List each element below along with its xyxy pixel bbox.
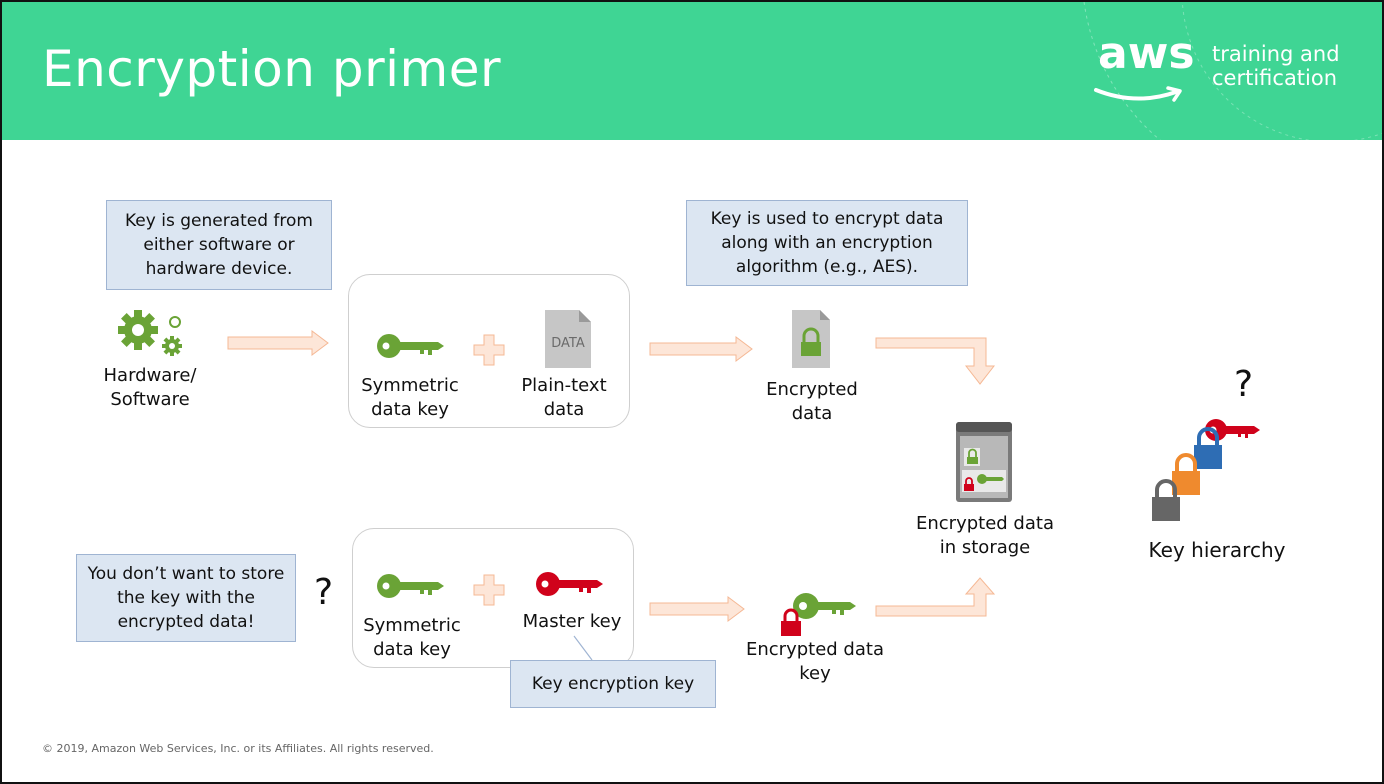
callout-key-encryption-key: Key encryption key (510, 660, 716, 708)
arrow-bend-up (875, 577, 996, 617)
label-encrypted-data-key: Encrypted data key (746, 639, 884, 684)
encrypted-document-icon (792, 310, 830, 368)
callout-key-used: Key is used to encrypt data along with a… (686, 200, 968, 286)
question-mark-hierarchy: ? (1234, 364, 1254, 405)
arrow-right-3 (649, 596, 745, 622)
data-document-text: DATA (551, 336, 585, 351)
label-hardware-software: Hardware/ Software (103, 365, 197, 410)
plus-icon-bottom (473, 574, 505, 606)
encrypted-data-key-icon (781, 593, 856, 636)
green-key-icon-bottom (377, 574, 444, 598)
key-hierarchy-icon (1152, 419, 1260, 521)
red-master-key-icon (536, 572, 603, 596)
aws-logo-text: aws (1098, 28, 1195, 79)
arrow-right-1 (227, 330, 329, 356)
label-encrypted-data: Encrypted data (766, 379, 858, 424)
callout-dont-store: You don’t want to store the key with the… (76, 554, 296, 642)
label-symmetric-key-top: Symmetric data key (361, 375, 459, 420)
logo-tagline-1: training and (1212, 42, 1340, 66)
callout-key-generated: Key is generated from either software or… (106, 200, 332, 290)
arrow-right-2 (649, 336, 753, 362)
storage-icon (956, 422, 1012, 502)
aws-smile-icon (1094, 86, 1182, 102)
question-mark-left: ? (314, 572, 334, 613)
logo-tagline-2: certification (1212, 66, 1338, 90)
label-symmetric-key-bottom: Symmetric data key (363, 615, 461, 660)
label-key-hierarchy: Key hierarchy (1148, 538, 1286, 562)
label-master-key: Master key (522, 611, 622, 632)
plus-icon (473, 334, 505, 366)
arrow-bend-down (875, 337, 996, 385)
data-document-icon: DATA (545, 310, 591, 368)
gears-icon (118, 310, 182, 356)
copyright-notice: © 2019, Amazon Web Services, Inc. or its… (42, 742, 434, 755)
label-plaintext: Plain-text data (521, 375, 607, 420)
label-encrypted-storage: Encrypted data in storage (916, 513, 1054, 558)
slide-title: Encryption primer (42, 40, 502, 98)
header-banner: Encryption primer aws training and certi… (2, 2, 1382, 140)
callout-connector (573, 635, 593, 661)
green-key-icon (377, 334, 444, 358)
